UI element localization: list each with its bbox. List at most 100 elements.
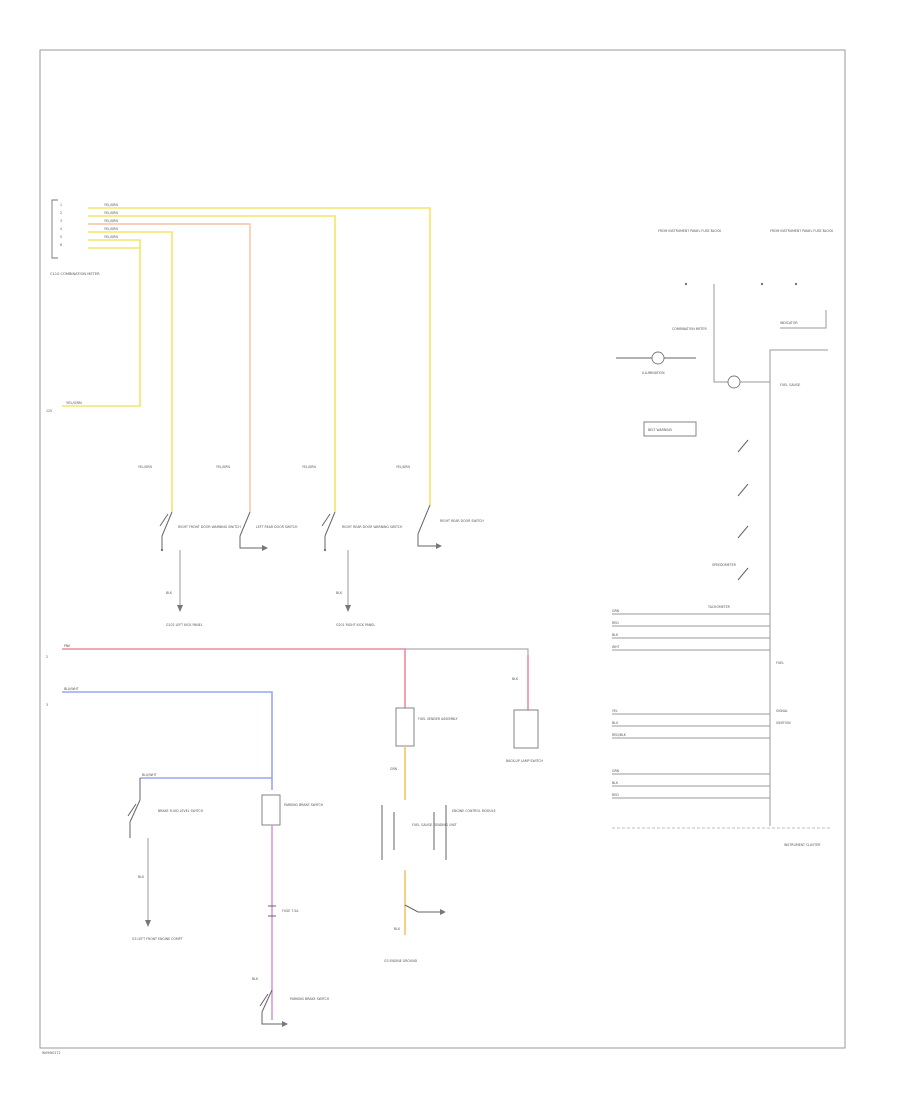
wire-group-2: YEL BLU RED/BLK SIGNAL IGNITION	[612, 709, 791, 739]
pink-left-mark: 2	[46, 655, 48, 659]
illumination-lamp: ILLUMINATION	[616, 351, 696, 375]
blue-wire-label: BLU/WHT	[64, 687, 79, 691]
brake-switch-wire: BLU/WHT	[142, 773, 157, 777]
fuel-lamp: FUEL GAUGE	[727, 375, 800, 389]
resistor-block	[643, 421, 697, 437]
blue-left-mark: 3	[46, 703, 48, 707]
svg-text:FROM INSTRUMENT PANEL FUSE BLO: FROM INSTRUMENT PANEL FUSE BLOCK	[658, 229, 722, 233]
svg-text:BLK: BLK	[166, 591, 173, 595]
svg-text:GRN: GRN	[612, 769, 620, 773]
svg-text:LEFT REAR DOOR SWITCH: LEFT REAR DOOR SWITCH	[256, 525, 298, 529]
wire-group-3: GRN BLK RED	[612, 769, 770, 799]
svg-text:PARKING BRAKE SWITCH: PARKING BRAKE SWITCH	[290, 997, 330, 1001]
svg-text:YEL/GRN: YEL/GRN	[104, 203, 118, 207]
sensor-3-wire: YEL/GRN	[302, 465, 316, 469]
svg-text:RIGHT REAR DOOR SWITCH: RIGHT REAR DOOR SWITCH	[440, 519, 484, 523]
svg-text:ENGINE CONTROL MODULE: ENGINE CONTROL MODULE	[452, 809, 496, 813]
svg-text:ILLUMINATION: ILLUMINATION	[642, 371, 665, 375]
switch-a	[737, 439, 749, 453]
resistor-label: BELT WARNING	[648, 428, 673, 432]
svg-text:BLU: BLU	[612, 721, 619, 725]
gray-bus	[405, 648, 529, 710]
svg-text:GRN: GRN	[612, 609, 620, 613]
svg-text:FUSE 7.5A: FUSE 7.5A	[282, 909, 299, 913]
connector-bracket	[51, 199, 58, 259]
top-left-fuse-source: FROM INSTRUMENT PANEL FUSE BLOCK	[658, 229, 722, 286]
svg-text:6: 6	[60, 243, 62, 247]
svg-text:WHT: WHT	[612, 645, 620, 649]
cluster-outline	[769, 349, 828, 826]
engine-ground-wire: BLK	[394, 927, 401, 931]
svg-text:IGNITION: IGNITION	[776, 721, 791, 725]
blue-wire	[62, 691, 273, 790]
switch-d	[737, 567, 749, 581]
fuel-sender-box	[395, 707, 415, 747]
svg-text:FUEL GAUGE: FUEL GAUGE	[780, 383, 800, 387]
svg-text:RIGHT FRONT DOOR WARNING SWITC: RIGHT FRONT DOOR WARNING SWITCH	[178, 525, 241, 529]
svg-text:FUEL GAUGE SENDING UNIT: FUEL GAUGE SENDING UNIT	[412, 823, 457, 827]
switch-c	[737, 525, 749, 539]
svg-text:BLK: BLK	[612, 633, 619, 637]
cluster-bottom-label: INSTRUMENT CLUSTER	[784, 843, 821, 847]
svg-text:YEL/GRN: YEL/GRN	[104, 211, 118, 215]
door-switch-4: RIGHT REAR DOOR SWITCH	[417, 504, 484, 549]
svg-text:G102 LEFT KICK PANEL: G102 LEFT KICK PANEL	[166, 623, 203, 627]
sensor-4-wire: YEL/GRN	[396, 465, 410, 469]
engine-ground-label: G3 ENGINE GROUND	[384, 959, 418, 963]
connector-pins: 1 2 3 4 5 6	[60, 203, 62, 247]
top-right-fuse-source: FROM INSTRUMENT PANEL FUSE BLOCK	[770, 229, 834, 286]
svg-text:YEL/GRN: YEL/GRN	[104, 227, 118, 231]
door-switch-3: RIGHT REAR DOOR WARNING SWITCH	[321, 511, 403, 552]
svg-text:BLK: BLK	[252, 977, 259, 981]
cluster-label: COMBINATION METER	[672, 327, 707, 331]
svg-text:RED: RED	[612, 793, 619, 797]
backup-lamp-label: BACK-UP LAMP SWITCH	[506, 759, 544, 763]
svg-text:RED/BLK: RED/BLK	[612, 733, 627, 737]
svg-text:SIGNAL: SIGNAL	[776, 709, 788, 713]
svg-text:1: 1	[60, 203, 62, 207]
svg-text:4: 4	[60, 227, 62, 231]
ground-2: BLK G201 RIGHT KICK PANEL	[336, 550, 375, 627]
svg-text:2: 2	[60, 211, 62, 215]
svg-text:RED: RED	[612, 621, 619, 625]
speedometer-label: SPEEDOMETER	[712, 563, 737, 567]
sensor-2-wire: YEL/GRN	[216, 465, 230, 469]
svg-text:BLK: BLK	[612, 781, 619, 785]
parking-brake-switch: BLK PARKING BRAKE SWITCH	[252, 977, 330, 1027]
ground-label: 12V	[46, 409, 53, 413]
center-dot	[760, 282, 764, 286]
svg-text:FROM INSTRUMENT PANEL FUSE BLO: FROM INSTRUMENT PANEL FUSE BLOCK	[770, 229, 834, 233]
yellow-bus	[62, 207, 431, 512]
svg-text:BRAKE FLUID LEVEL SWITCH: BRAKE FLUID LEVEL SWITCH	[158, 809, 204, 813]
brake-ground-arrow	[145, 920, 151, 927]
brake-ground-label: G3 LEFT FRONT ENGINE COMPT	[132, 937, 183, 941]
footer-code: W09W0172	[42, 1051, 60, 1055]
brake-ground-wire-label: BLK	[138, 875, 145, 879]
fuel-gauge-link	[404, 904, 440, 913]
tachometer-label: TACHOMETER	[707, 605, 731, 609]
fuel-gauge-unit: FUEL GAUGE SENDING UNIT ENGINE CONTROL M…	[381, 805, 496, 860]
brake-fluid-switch: BRAKE FLUID LEVEL SWITCH	[127, 778, 204, 838]
connector-label: C110 COMBINATION METER	[50, 272, 100, 276]
relay-box	[261, 794, 281, 826]
svg-text:3: 3	[60, 219, 62, 223]
backup-lamp-wire: BLK	[512, 677, 519, 681]
fuse: FUSE 7.5A	[268, 905, 299, 917]
indicator-label: INDICATOR	[780, 321, 798, 325]
fuel-sender-wire-label: GRN	[390, 767, 398, 771]
pin-wire-labels: YEL/GRN YEL/GRN YEL/GRN YEL/GRN YEL/GRN	[104, 203, 118, 239]
svg-text:5: 5	[60, 235, 62, 239]
door-switch-2: LEFT REAR DOOR SWITCH	[239, 511, 298, 551]
pink-bus	[62, 648, 406, 710]
diagram-frame	[39, 49, 846, 1049]
wire-group-1: GRN RED BLK WHT FUEL	[612, 609, 784, 665]
relay-label: PARKING BRAKE SWITCH	[284, 803, 324, 807]
backup-lamp-box	[513, 709, 539, 749]
fuel-gauge-arrow	[440, 909, 446, 915]
svg-text:YEL/GRN: YEL/GRN	[104, 235, 118, 239]
indicator-line	[780, 310, 827, 329]
main-wire-label: YEL/GRN	[66, 401, 82, 405]
switch-b	[737, 483, 749, 497]
sensor-1-wire: YEL/GRN	[138, 465, 152, 469]
